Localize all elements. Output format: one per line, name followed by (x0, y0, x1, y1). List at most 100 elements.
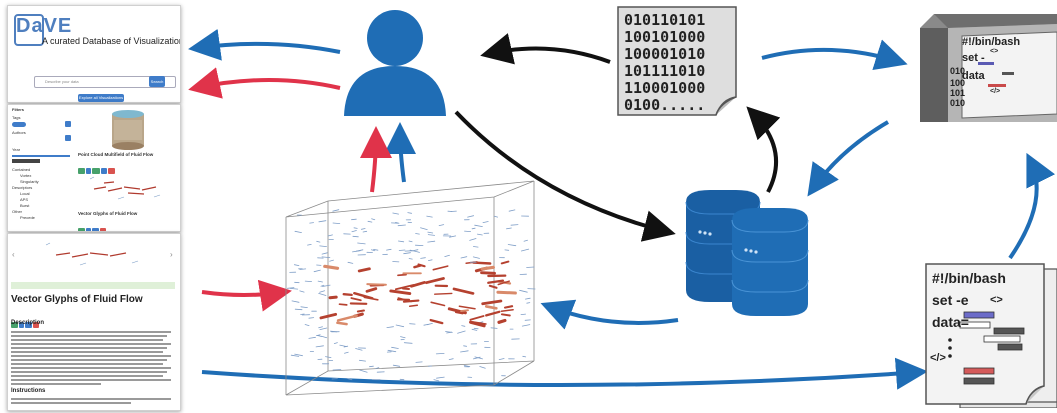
tag-chip (85, 228, 92, 231)
vector-glyph (351, 218, 357, 221)
tags-add-button[interactable] (65, 121, 71, 127)
vector-glyph (408, 240, 413, 243)
vector-glyph (294, 308, 303, 311)
vector-glyph (356, 309, 365, 313)
vector-glyph (481, 299, 503, 306)
year-slider[interactable] (12, 155, 70, 157)
box-bin-1: 010 (950, 66, 966, 76)
vector-glyph (403, 342, 413, 344)
vector-glyph (430, 301, 446, 307)
vector-glyph (520, 313, 527, 316)
vector-glyph (415, 233, 420, 235)
vector-glyph (392, 364, 401, 367)
vector-glyph (471, 328, 478, 331)
vector-glyph (467, 215, 475, 218)
vector-glyph (472, 246, 479, 248)
description-line (11, 359, 167, 361)
vector-glyph (352, 250, 361, 253)
vector-glyph (526, 302, 531, 304)
result-title-vector-glyphs[interactable]: Vector Glyphs of Fluid Flow (78, 211, 138, 216)
vector-glyph (507, 244, 517, 247)
vector-glyph (387, 349, 397, 353)
vector-glyph (520, 248, 530, 252)
vector-glyph (500, 308, 514, 312)
vector-glyph (435, 352, 445, 355)
carousel-next-icon[interactable]: › (170, 250, 173, 259)
vector-glyph (375, 367, 380, 370)
vector-glyph (308, 336, 316, 339)
box-close-tag: </> (990, 88, 1001, 95)
description-line (11, 343, 171, 345)
search-button[interactable]: Search (149, 76, 165, 87)
vector-glyph (309, 222, 315, 224)
vector-glyph (433, 379, 440, 382)
vector-glyph (321, 256, 331, 258)
vector-glyph (484, 305, 498, 310)
description-line (11, 383, 101, 385)
website-list-screenshot: Filters Tags Authors Year Contained Vort… (7, 104, 181, 232)
description-line (11, 355, 171, 357)
tag-chip (11, 322, 18, 328)
vector-glyph (371, 218, 376, 221)
vector-glyph (344, 351, 349, 354)
script-close-tag: </> (930, 352, 946, 364)
vector-glyph (287, 287, 295, 289)
tag-chip (92, 168, 100, 174)
vector-glyph (373, 249, 379, 251)
vector-glyph (333, 342, 338, 345)
vector-glyph (398, 249, 406, 251)
filters-label: Filters (12, 107, 25, 112)
vector-glyph (427, 240, 436, 243)
vector-glyph (471, 227, 476, 230)
vector-glyph (321, 252, 328, 255)
vector-glyph (332, 369, 342, 371)
vector-glyph (321, 335, 328, 339)
vector-glyph (436, 376, 445, 379)
vector-glyph (408, 258, 413, 260)
binary-line-1: 010110101 (624, 11, 706, 29)
vector-glyph (299, 268, 307, 270)
explore-button[interactable]: Explore all Visualizations (78, 94, 124, 102)
arrow-servers-to-binary (746, 106, 781, 193)
vector-glyph (506, 227, 512, 230)
vector-glyph (526, 266, 535, 268)
tags-toggle[interactable] (12, 122, 26, 127)
tag-chip (85, 168, 92, 174)
vector-glyph (342, 293, 353, 297)
vector-glyph (359, 369, 368, 373)
authors-add-button[interactable] (65, 135, 71, 141)
tag-chip (99, 228, 107, 231)
binary-line-6: 0100..... (624, 96, 706, 114)
filter-label-contained: Contained (12, 167, 31, 172)
carousel-prev-icon[interactable]: ‹ (12, 250, 15, 259)
vector-glyph (500, 260, 510, 265)
vector-glyph (407, 212, 412, 214)
vector-glyph (472, 256, 480, 259)
notice-bar (11, 282, 175, 289)
vector-glyph (469, 320, 486, 328)
arrow-detail-to-visualization (201, 279, 292, 312)
vector-glyph (346, 377, 353, 381)
vector-glyph (308, 317, 315, 319)
vector-glyph (350, 297, 362, 302)
vector-glyph (472, 321, 487, 325)
logo-frame (14, 14, 44, 46)
vector-glyph (432, 265, 449, 271)
vector-glyph (472, 261, 492, 265)
search-input[interactable]: Describe your data (34, 76, 176, 88)
vector-glyph (479, 366, 486, 369)
result-title-point-cloud[interactable]: Point Cloud Multifield of Fluid Flow (78, 152, 154, 157)
box-data-line: data (962, 70, 985, 82)
vector-glyph (403, 252, 411, 255)
binary-line-3: 100001010 (624, 45, 706, 63)
arrow-visualization-to-user (384, 122, 417, 183)
script-file-icon (925, 263, 1057, 408)
detail-title: Vector Glyphs of Fluid Flow (11, 294, 143, 305)
vector-glyph (463, 345, 468, 347)
vector-glyph (320, 284, 325, 287)
vector-glyph (408, 304, 419, 308)
vector-glyph (329, 259, 334, 262)
vector-glyph (319, 312, 338, 320)
binary-line-2: 100101000 (624, 28, 706, 46)
box-set-line: set - (962, 52, 985, 64)
